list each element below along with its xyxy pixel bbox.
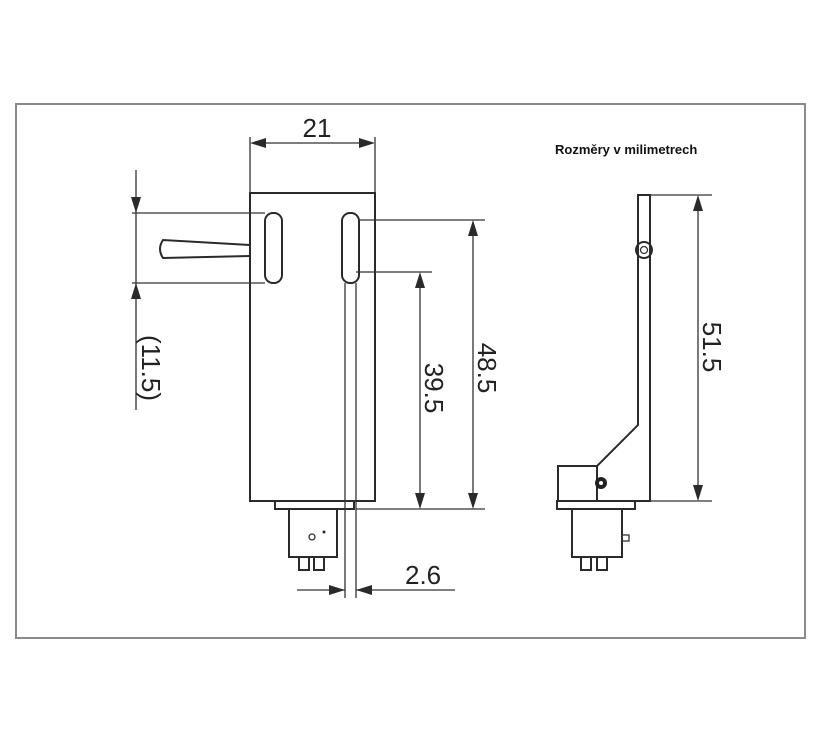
right-slot: [341, 212, 360, 284]
dimension-height-inner: 39.5: [419, 363, 449, 414]
dimension-height-outer: 48.5: [472, 343, 502, 394]
side-arm: [596, 194, 651, 502]
side-pin-right: [596, 556, 608, 571]
connector-pin: [308, 533, 316, 541]
finger-lift: [159, 238, 251, 260]
side-pin-left: [580, 556, 592, 571]
connector-block: [288, 508, 338, 558]
side-connector: [571, 508, 623, 558]
dimension-spacing: (11.5): [136, 335, 166, 401]
side-base: [556, 500, 636, 510]
side-pivot-inner: [639, 245, 649, 255]
pin-left: [298, 556, 310, 571]
units-note: Rozměry v milimetrech: [555, 142, 697, 157]
pin-right: [313, 556, 325, 571]
dimension-offset: 2.6: [405, 560, 441, 590]
dimension-width: 21: [303, 113, 332, 143]
bottom-plate: [274, 500, 355, 510]
side-pivot-outer: [635, 241, 653, 259]
left-slot: [264, 212, 283, 284]
connector-dot: [322, 530, 326, 534]
side-view: 51.5: [556, 194, 727, 571]
front-view: 21 (11.5) 48.5 39.5 2.6: [131, 113, 502, 598]
drawing-frame: [15, 103, 806, 639]
side-block: [557, 465, 598, 502]
dimension-side-height: 51.5: [697, 322, 727, 373]
